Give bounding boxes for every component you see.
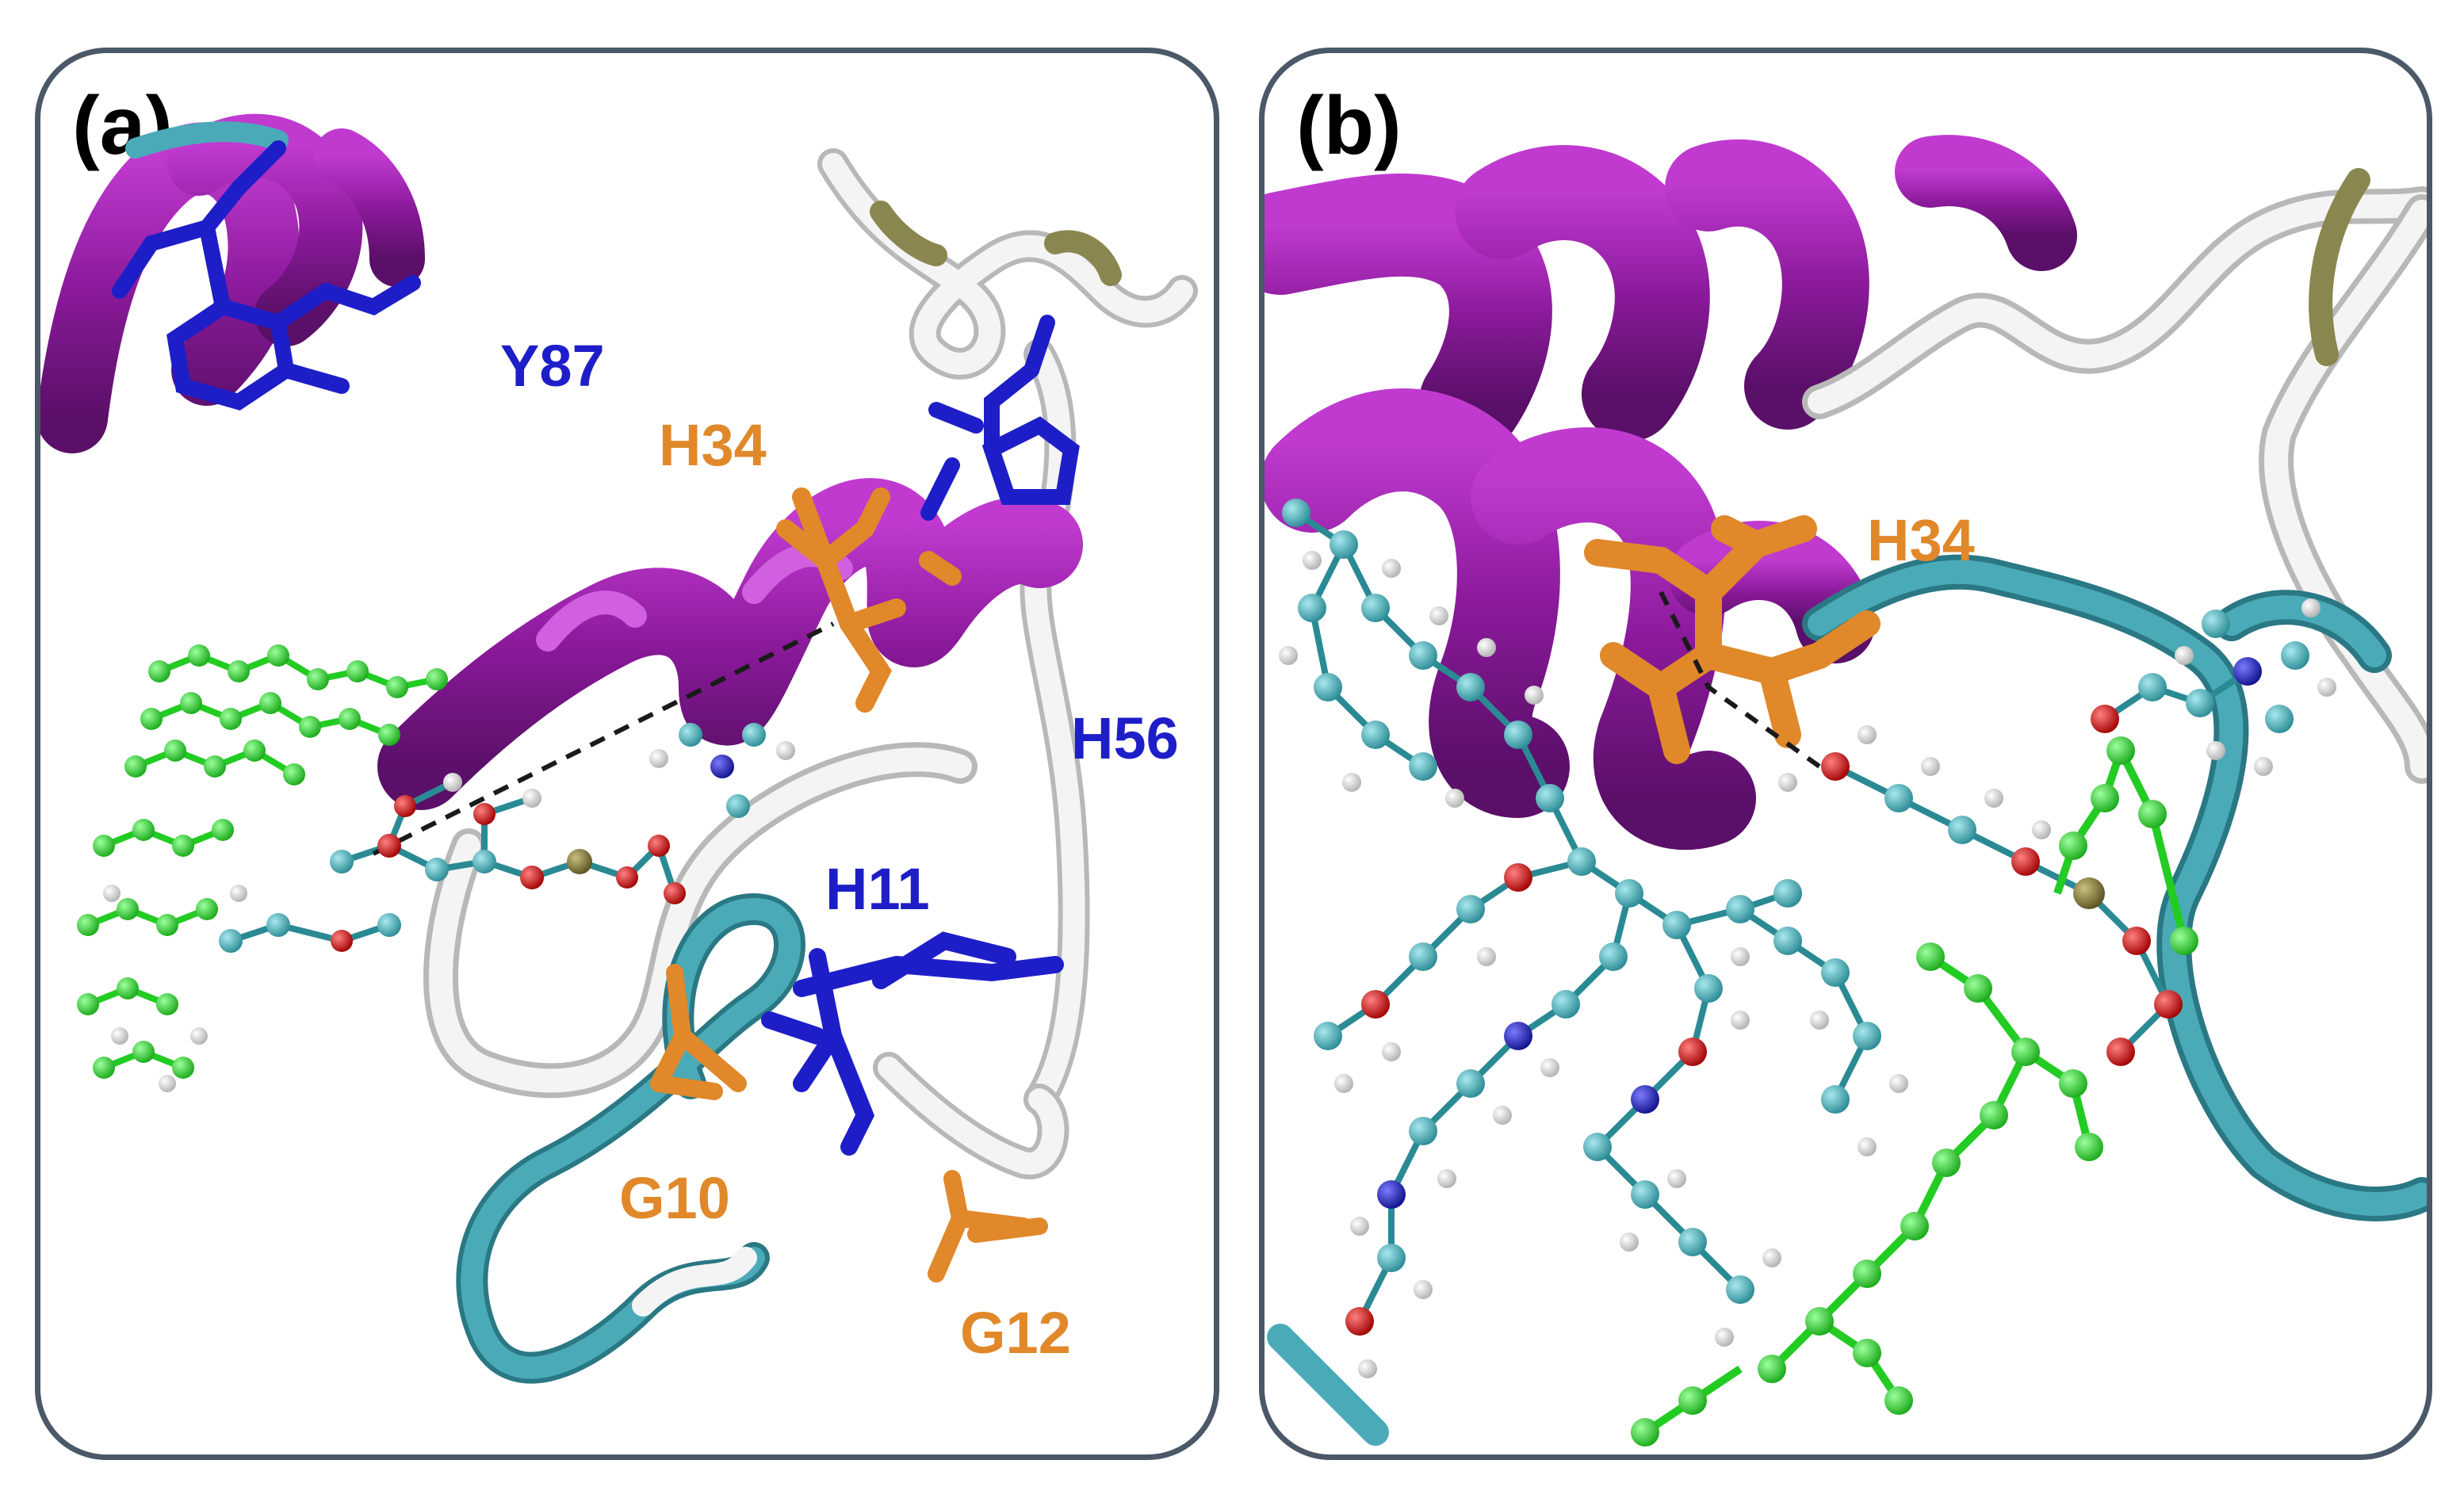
coil-teal-bottom: [456, 893, 805, 1384]
residue-label-h56: H56: [1071, 705, 1179, 771]
lipid-molecule-a: [77, 621, 835, 1092]
coil-top-right: [817, 148, 1198, 1115]
residue-g12-sticks: [928, 1170, 1048, 1282]
panel-b: (b): [1259, 48, 2432, 1460]
residue-h11-sticks: [761, 931, 1064, 1156]
panel-b-molecular-scene: H34: [1265, 135, 2427, 1447]
residue-g10-sticks: [650, 964, 747, 1100]
residue-h56-sticks: [920, 315, 1080, 521]
panel-b-label: (b): [1296, 80, 1402, 172]
residue-label-h34-b: H34: [1867, 507, 1975, 573]
residue-h34-sticks: [776, 487, 962, 713]
coil-bottom-loop: [423, 742, 1069, 1179]
residue-label-h34: H34: [659, 412, 767, 478]
residue-y87-sticks: [112, 140, 421, 411]
helix-top-b: [1265, 135, 2077, 850]
residue-label-g12: G12: [960, 1300, 1071, 1366]
panel-a: (a): [35, 48, 1219, 1460]
lipid-molecule-b: [1279, 499, 2336, 1447]
residue-label-y87: Y87: [500, 333, 605, 399]
residue-label-g10: G10: [619, 1165, 730, 1231]
residue-label-h11: H11: [825, 856, 930, 922]
helix-central: [377, 478, 1083, 810]
residue-h34-sticks-b: [1584, 515, 1881, 764]
coil-top-right-b: [1802, 168, 2427, 784]
helix-top-left: [40, 113, 425, 453]
panel-a-molecular-scene: Y87 H34 H56 H11 G10 G12: [40, 113, 1198, 1384]
